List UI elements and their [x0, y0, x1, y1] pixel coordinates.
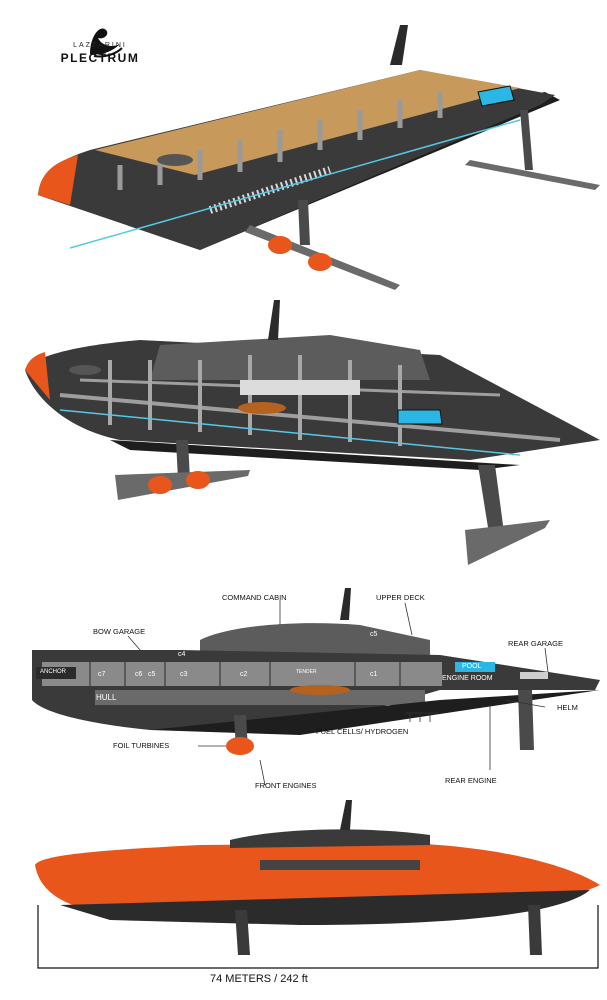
- cabin-label: c7: [98, 671, 106, 678]
- cabin-label: c5: [148, 671, 156, 678]
- label-rear-engine: REAR ENGINE: [445, 776, 497, 785]
- perspective-cutaway-view-2: [25, 300, 600, 565]
- label-front-engines: FRONT ENGINES: [255, 781, 317, 790]
- exterior-side-view: [35, 800, 600, 969]
- label-helm: HELM: [557, 703, 578, 712]
- label-foil-turbines: FOIL TURBINES: [113, 741, 170, 750]
- brand-subtitle: LAZZARINI: [73, 42, 127, 49]
- cabin-label: c1: [370, 671, 378, 678]
- length-dimension: 74 METERS / 242 ft: [210, 973, 308, 985]
- side-section-view: [32, 588, 600, 786]
- label-anchor: ANCHOR: [40, 669, 67, 675]
- label-tender: TENDER: [296, 669, 317, 675]
- label-command-cabin: COMMAND CABIN: [222, 593, 287, 602]
- cabin-label: c4: [178, 651, 186, 658]
- cabin-label: c5: [370, 631, 378, 638]
- label-pool: POOL: [462, 663, 482, 670]
- swan-logo-icon: [90, 28, 123, 58]
- label-hull: HULL: [96, 693, 117, 702]
- cabin-label: c3: [180, 671, 188, 678]
- label-fuel-cells: FUEL CELLS/ HYDROGEN: [316, 727, 409, 736]
- perspective-cutaway-view-1: [38, 25, 600, 290]
- cabin-label: c6: [135, 671, 143, 678]
- label-bow-garage: BOW GARAGE: [93, 627, 146, 636]
- label-rear-garage: REAR GARAGE: [508, 639, 564, 648]
- brand-title: PLECTRUM: [60, 51, 140, 65]
- cabin-label: c2: [240, 671, 248, 678]
- label-upper-deck: UPPER DECK: [376, 593, 425, 602]
- label-engine-room: ENGINE ROOM: [442, 675, 493, 682]
